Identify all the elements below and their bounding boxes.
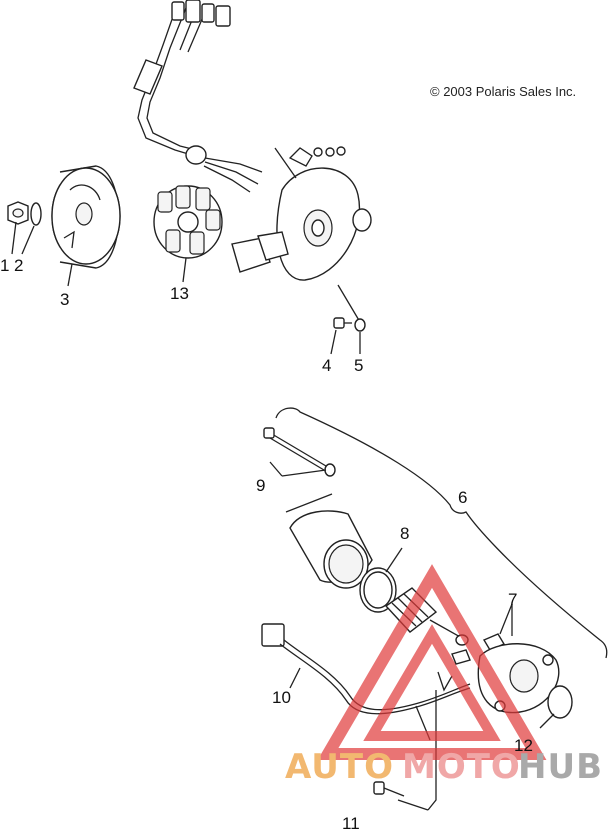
- copyright-text: © 2003 Polaris Sales Inc.: [430, 84, 577, 99]
- flywheel-washer: [30, 202, 42, 226]
- wire-harness: [133, 0, 263, 193]
- stator-plate: [231, 146, 372, 323]
- plate-screw: [333, 317, 352, 329]
- flywheel: [51, 165, 121, 269]
- watermark-hub: HUB: [518, 747, 603, 787]
- plate-washer: [354, 318, 366, 332]
- callout-1: 1: [0, 256, 10, 275]
- callout-12: 12: [514, 736, 533, 755]
- small-o-ring: [539, 685, 573, 729]
- callout-6: 6: [458, 488, 468, 507]
- callout-9: 9: [256, 476, 266, 495]
- callout-2: 2: [14, 256, 24, 275]
- watermark-moto: MOTO: [402, 747, 521, 787]
- callout-11: 11: [342, 814, 360, 833]
- starter-cable: [261, 623, 471, 715]
- motor-housing: [289, 510, 373, 589]
- callout-4: 4: [322, 356, 332, 375]
- callout-8: 8: [400, 524, 410, 543]
- long-bolts: [263, 427, 336, 513]
- callout-13: 13: [170, 284, 189, 303]
- callout-7: 7: [508, 590, 518, 609]
- o-ring: [359, 547, 403, 613]
- watermark-auto: AUTO: [285, 747, 394, 787]
- callout-10: 10: [272, 688, 291, 707]
- group-bracket: [275, 407, 608, 659]
- callout-3: 3: [60, 290, 70, 309]
- flywheel-nut: [7, 201, 29, 225]
- stator: [153, 185, 223, 259]
- callout-5: 5: [354, 356, 364, 375]
- watermark-logo: [317, 564, 547, 760]
